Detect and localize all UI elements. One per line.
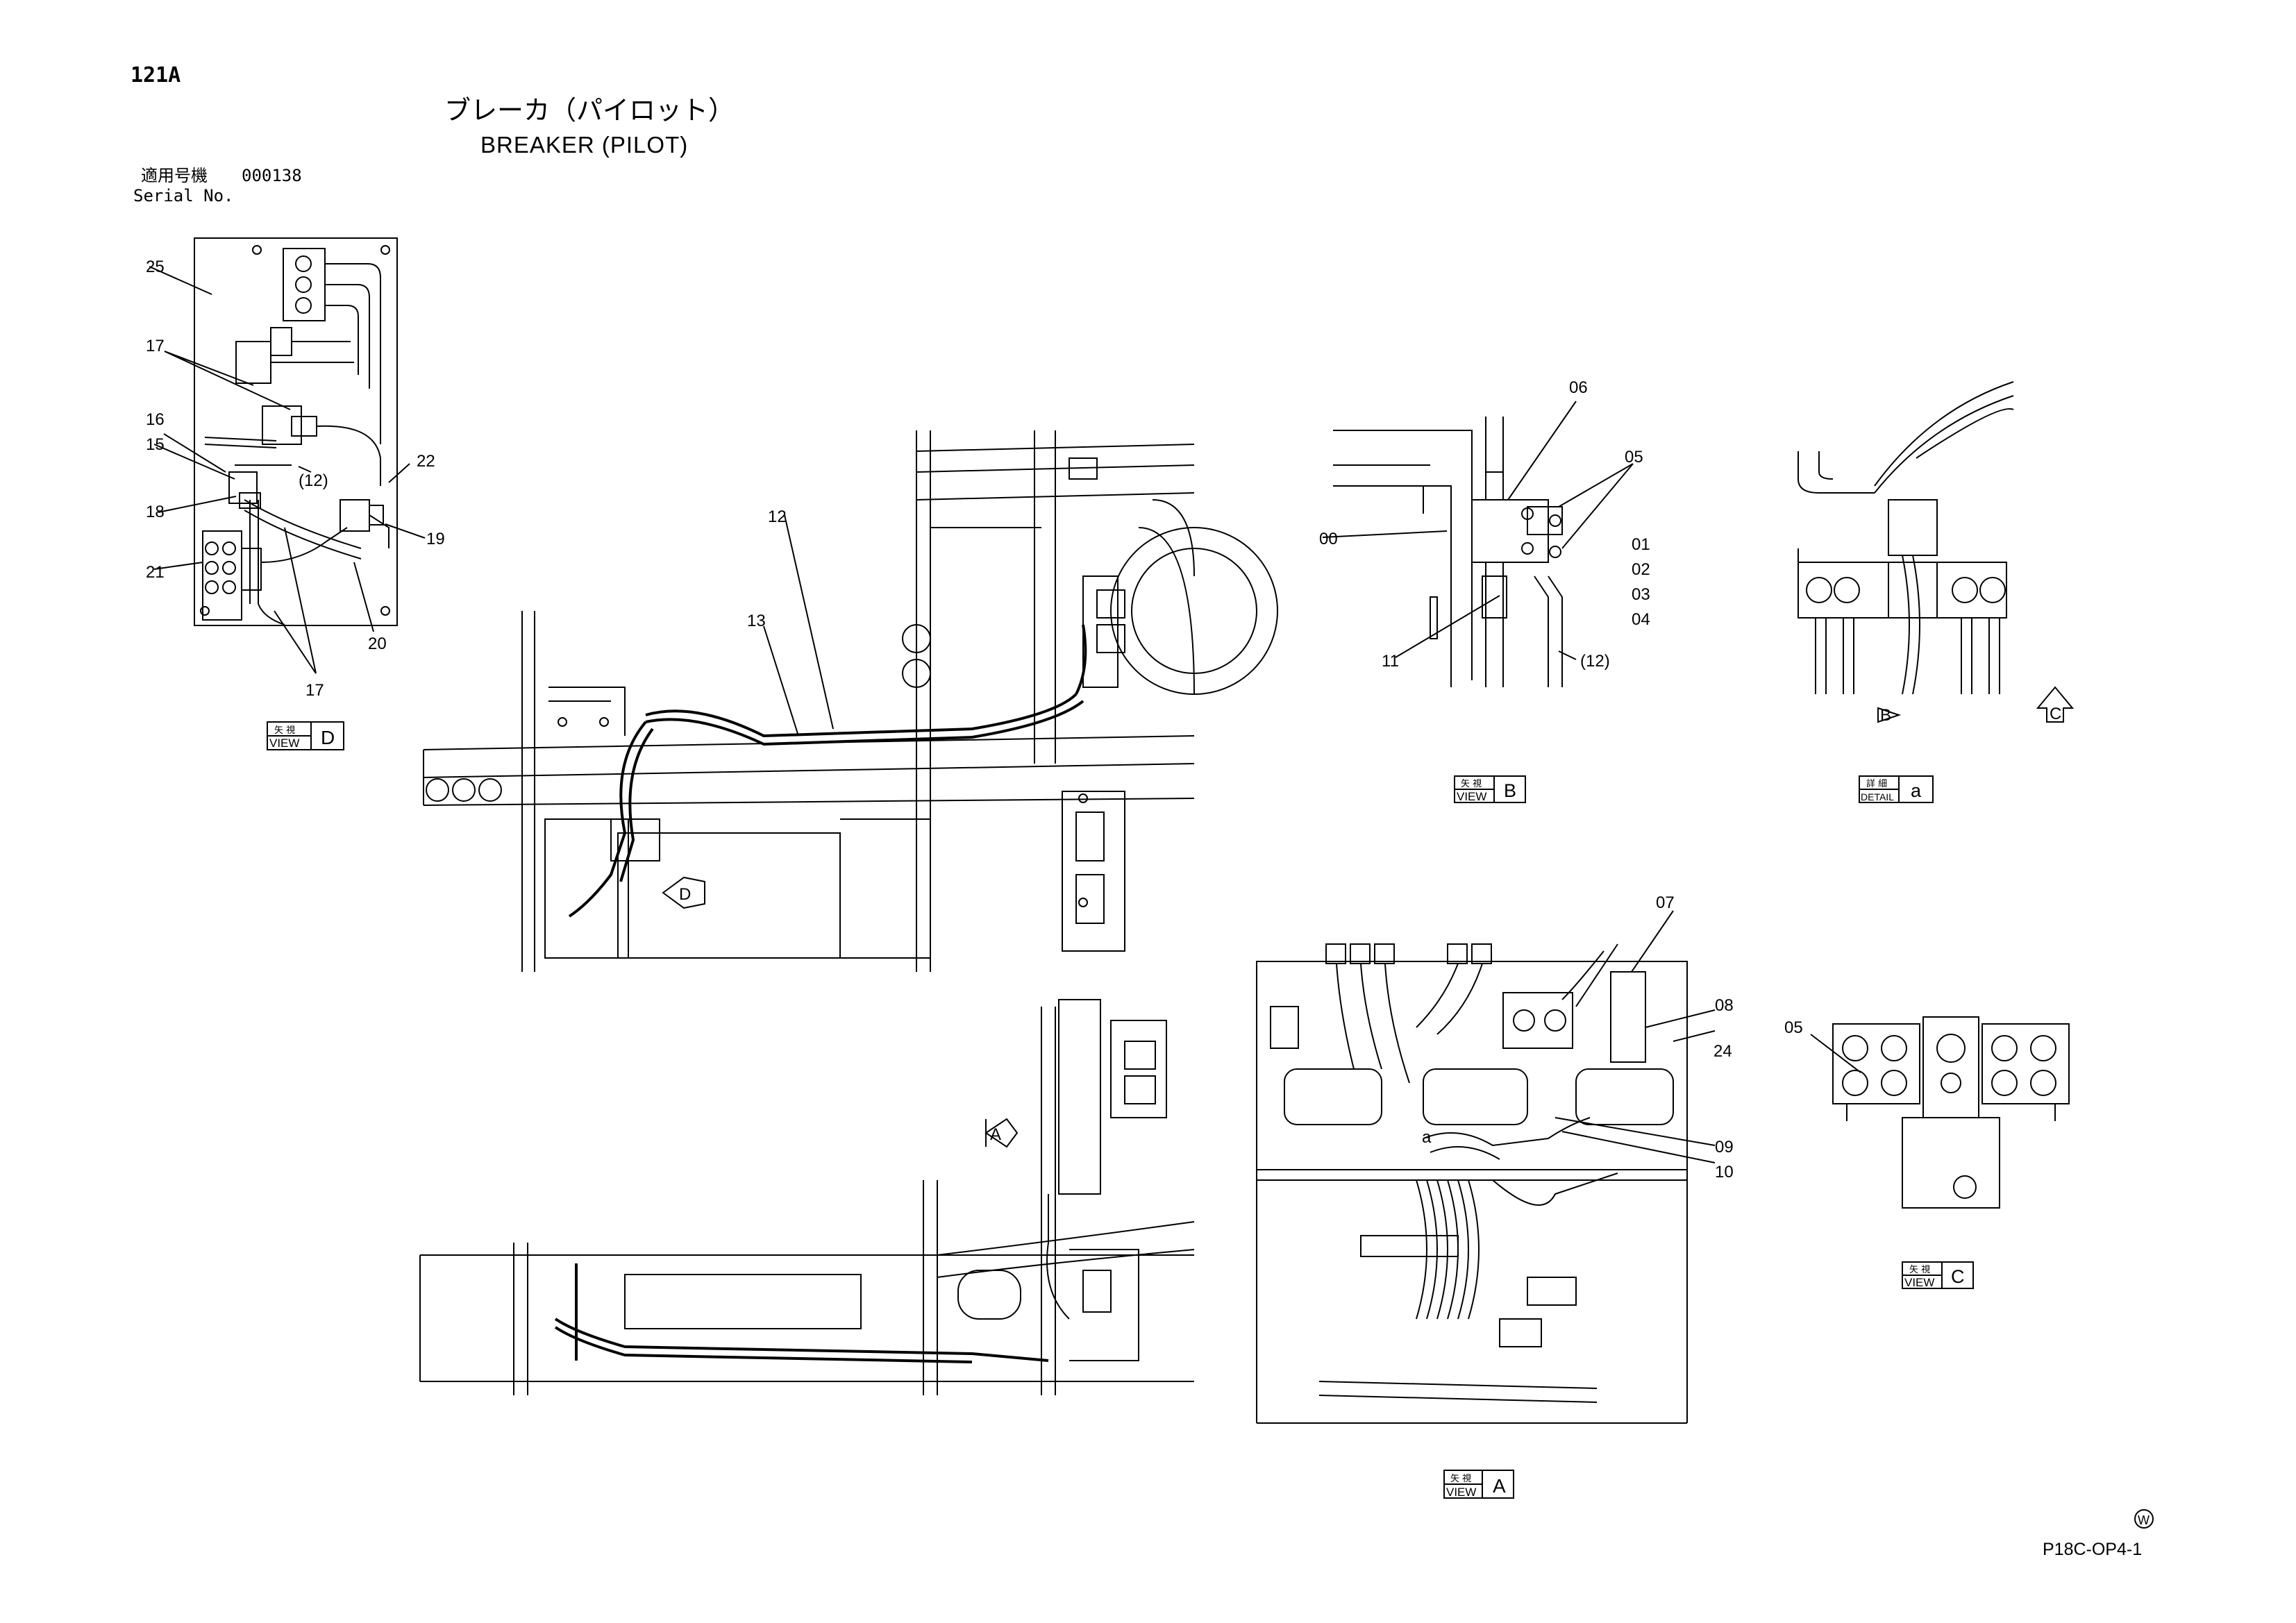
- callout-c-05: 05: [1784, 1018, 1803, 1037]
- view-b-drawing: [1322, 401, 1634, 687]
- view-b-letter: B: [1504, 780, 1516, 801]
- view-a-caption: [1443, 1470, 1514, 1499]
- view-d-callouts: 25 17 16 15 (12) 22 18 19 21 20 17: [146, 258, 445, 700]
- view-a-letter: A: [1493, 1475, 1506, 1497]
- detail-a-caption: [1859, 775, 1934, 803]
- callout-d-20: 20: [368, 634, 387, 653]
- detail-a-jp: 詳 細: [1866, 778, 1887, 789]
- view-b-jp: 矢 視: [1461, 779, 1482, 789]
- view-a-en: VIEW: [1446, 1486, 1476, 1499]
- drawing-code: P18C-OP4-1: [2043, 1540, 2143, 1559]
- callout-b-11: 11: [1382, 652, 1399, 671]
- callout-a-09: 09: [1715, 1138, 1734, 1157]
- view-c-en: VIEW: [1904, 1276, 1934, 1289]
- callout-a-07: 07: [1656, 893, 1675, 912]
- callout-a-08: 08: [1715, 996, 1734, 1015]
- arrow-d-letter: D: [679, 885, 691, 904]
- callout-d-21: 21: [146, 563, 165, 582]
- view-d-caption: [267, 721, 344, 750]
- footer-mark-circle: [2134, 1509, 2154, 1529]
- main-upper-leaders: [763, 514, 834, 737]
- main-frame-lower: [419, 999, 1195, 1395]
- pilot-hose-main: [568, 624, 1087, 918]
- view-d-drawing: [149, 237, 426, 674]
- view-d-letter: D: [321, 727, 335, 748]
- page-title: BREAKER (PILOT): [480, 132, 689, 158]
- view-b-en: VIEW: [1457, 790, 1486, 803]
- callout-d-22: 22: [417, 452, 435, 471]
- callout-b-01: 01: [1632, 535, 1650, 554]
- callout-d-18: 18: [146, 503, 165, 521]
- detail-a-drawing: [1798, 381, 2075, 723]
- detail-a-letter: a: [1911, 780, 1922, 801]
- pilot-hose-lower: [554, 1263, 1049, 1363]
- serial-label: Serial No.: [133, 186, 234, 205]
- callout-main-12: 12: [768, 507, 787, 526]
- callout-a-24: 24: [1713, 1042, 1732, 1061]
- main-frame-upper: [423, 430, 1278, 972]
- view-b-caption: [1454, 775, 1526, 803]
- page-number: 121A: [131, 63, 181, 87]
- arrow-a-letter: A: [990, 1125, 1001, 1144]
- page-title-japanese: ブレーカ（パイロット）: [444, 95, 735, 126]
- callout-b-03: 03: [1632, 585, 1650, 604]
- view-d-en: VIEW: [269, 737, 299, 750]
- callout-b-12: (12): [1580, 652, 1610, 671]
- callout-b-02: 02: [1632, 560, 1650, 579]
- callout-a-detail-a: a: [1422, 1128, 1432, 1147]
- callout-d-15: 15: [146, 435, 165, 454]
- callout-d-17b: 17: [305, 681, 324, 700]
- view-caption-labels: 矢 視 VIEW D 矢 視 VIEW B 詳 細 DETAIL a 矢 視 V…: [269, 725, 1965, 1499]
- view-a-callouts: 07 08 24 a 09 10: [1422, 893, 1734, 1181]
- callout-b-04: 04: [1632, 610, 1650, 629]
- footer-mark: W: [2138, 1513, 2150, 1527]
- callout-b-06: 06: [1569, 378, 1588, 397]
- callout-d-16: 16: [146, 410, 165, 429]
- view-c-drawing: [1810, 1016, 2070, 1209]
- view-c-jp: 矢 視: [1909, 1265, 1930, 1275]
- callout-b-05: 05: [1625, 448, 1643, 466]
- view-d-jp: 矢 視: [274, 725, 295, 736]
- view-b-callouts: 06 05 00 01 02 03 04 11 (12): [1319, 378, 1650, 671]
- main-callouts: 12 13: [747, 507, 787, 630]
- arrow-b-letter: B: [1880, 706, 1891, 725]
- serial-label-japanese: 適用号機: [141, 166, 208, 185]
- callout-a-10: 10: [1715, 1163, 1734, 1181]
- callout-main-13: 13: [747, 612, 766, 630]
- callout-d-25: 25: [146, 258, 165, 276]
- serial-number: 000138: [242, 166, 302, 185]
- arrow-c-letter: C: [2050, 705, 2061, 723]
- callout-d-12: (12): [299, 471, 328, 490]
- callout-b-00: 00: [1319, 530, 1338, 548]
- view-c-letter: C: [1951, 1266, 1965, 1287]
- callout-d-17a: 17: [146, 337, 165, 355]
- detail-a-en: DETAIL: [1861, 791, 1894, 802]
- view-a-jp: 矢 視: [1450, 1474, 1471, 1484]
- view-c-caption: [1902, 1261, 1974, 1289]
- view-a-drawing: [1256, 910, 1716, 1424]
- callout-d-19: 19: [426, 530, 445, 548]
